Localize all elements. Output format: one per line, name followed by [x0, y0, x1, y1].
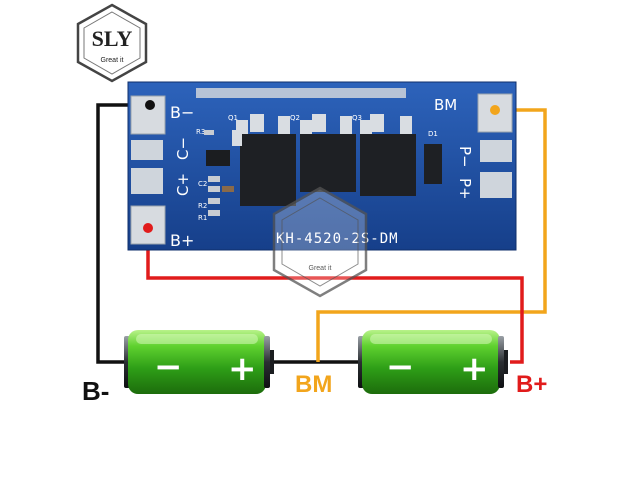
mosfet-q1	[232, 114, 296, 206]
watermark-logo: Great it	[272, 186, 368, 298]
pad-p-plus	[480, 172, 512, 198]
label-r2: R2	[198, 202, 207, 210]
label-d1: D1	[428, 130, 438, 138]
label-r1: R1	[198, 214, 207, 222]
label-pad-b-minus: B−	[170, 103, 194, 122]
label-b-plus: B+	[516, 371, 547, 398]
logo-tagline: Great it	[101, 57, 124, 64]
pad-bm	[477, 93, 513, 133]
label-pad-c-plus: C+	[174, 173, 192, 196]
label-q1: Q1	[228, 114, 238, 122]
wire-b-minus	[96, 103, 150, 364]
brand-logo: SLY Great it	[76, 3, 148, 83]
wire-b-plus	[146, 228, 524, 364]
pad-p-minus	[480, 140, 512, 162]
pad-c-plus	[131, 168, 163, 194]
pcb-board: B− B+ BM C− C+ P− P+ Q1 Q2 Q3 D1 R3 C2 R…	[127, 81, 517, 251]
battery-cell-1: − +	[124, 330, 274, 394]
label-bm: BM	[295, 371, 332, 398]
pad-c-minus	[131, 140, 163, 160]
battery-2-plus-icon: +	[460, 349, 489, 389]
logo-letters: SLY	[92, 26, 133, 51]
label-pad-b-plus: B+	[170, 231, 194, 250]
wires	[96, 103, 547, 364]
label-c2: C2	[198, 180, 207, 188]
diode-d1	[424, 144, 442, 184]
label-pad-c-minus: C−	[174, 137, 192, 160]
mosfet-q3	[360, 114, 416, 196]
battery-1-plus-icon: +	[228, 349, 257, 389]
label-r3: R3	[196, 128, 205, 136]
battery-1-minus-icon: −	[154, 347, 183, 387]
mosfet-q2	[300, 114, 356, 192]
battery-cell-2: − +	[358, 330, 508, 394]
label-pad-p-plus: P+	[456, 178, 474, 200]
label-pad-p-minus: P−	[456, 146, 474, 168]
label-q3: Q3	[352, 114, 362, 122]
wire-bm	[316, 108, 547, 362]
watermark-tagline: Great it	[309, 265, 332, 272]
label-q2: Q2	[290, 114, 300, 122]
battery-2-minus-icon: −	[386, 347, 415, 387]
label-b-minus: B-	[82, 376, 109, 406]
label-pad-bm: BM	[434, 96, 457, 114]
